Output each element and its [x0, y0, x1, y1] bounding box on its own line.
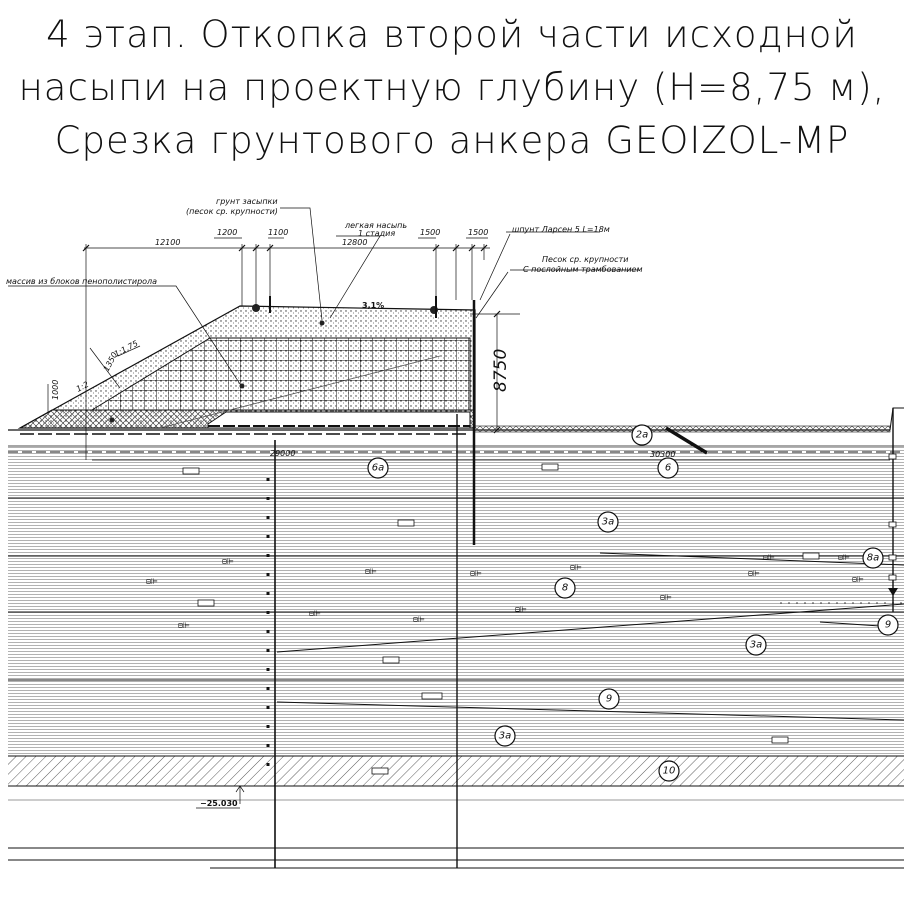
- layer-marker-6: 6: [657, 457, 679, 479]
- dim-d1200: 1200: [217, 228, 237, 237]
- dim-d12800: 12800: [342, 238, 367, 247]
- svg-text:⊟⊫: ⊟⊫: [570, 563, 582, 572]
- svg-text:⊟⊫: ⊟⊫: [852, 575, 864, 584]
- soil-strata: ⊟⊫⊟⊫⊟⊫ ⊟⊫⊟⊫⊟⊫ ⊟⊫⊟⊫⊟⊫ ⊟⊫⊟⊫⊟⊫ ⊟⊫⊟⊫: [8, 446, 904, 869]
- svg-text:⊟⊫: ⊟⊫: [146, 577, 158, 586]
- svg-text:⊟⊫: ⊟⊫: [515, 605, 527, 614]
- layer-marker-3a-middle: 3а: [745, 634, 767, 656]
- dim-d1500a: 1500: [420, 228, 440, 237]
- label-light-fill-1: легкая насыпь: [344, 221, 407, 230]
- dim-l8a: 8а: [867, 553, 880, 564]
- layer-marker-9: 9: [598, 688, 620, 710]
- title-line-2: насыпи на проектную глубину (H=8,75 м),: [18, 66, 886, 109]
- dim-d1000: 1000: [51, 380, 60, 400]
- layer-marker-8: 8: [554, 577, 576, 599]
- svg-text:⊟⊫: ⊟⊫: [413, 615, 425, 624]
- svg-text:⊟⊫: ⊟⊫: [222, 557, 234, 566]
- dim-l9-right: 9: [885, 620, 891, 631]
- drawing-title: 4 этап. Откопка второй части исходной на…: [0, 8, 904, 167]
- dim-l9: 9: [606, 694, 612, 705]
- anchor-cut-line: [665, 426, 708, 455]
- svg-text:⊟⊫: ⊟⊫: [365, 567, 377, 576]
- title-line-3: Срезка грунтового анкера GEOIZOL-MP: [54, 119, 850, 162]
- svg-text:⊟⊫: ⊟⊫: [309, 609, 321, 618]
- layer-markers: 2а 6а 6 3а 8 8а 9 3а 9 3а 10: [367, 424, 899, 782]
- dimension-lines: [8, 207, 890, 809]
- label-sand-1: Песок ср. крупности: [542, 255, 628, 264]
- layer-3a-lower-band: [8, 612, 904, 680]
- svg-text:⊟⊫: ⊟⊫: [748, 569, 760, 578]
- layer-marker-8a: 8а: [862, 547, 884, 569]
- dim-slope-1-175: 1:1,75: [113, 339, 140, 359]
- dim-l2a: 2а: [636, 430, 649, 441]
- layer-6-band: [8, 446, 904, 498]
- layer-marker-9-right: 9: [877, 614, 899, 636]
- svg-text:⊟⊫: ⊟⊫: [178, 621, 190, 630]
- label-backfill-1: грунт засыпки: [216, 197, 278, 206]
- dim-l10: 10: [663, 766, 676, 777]
- label-backfill-2: (песок ср. крупности): [186, 207, 278, 216]
- layer-marker-2a: 2а: [631, 424, 653, 446]
- layer-8-band: [8, 556, 904, 612]
- svg-text:⊟⊫: ⊟⊫: [838, 553, 850, 562]
- svg-text:⊟⊫: ⊟⊫: [763, 553, 775, 562]
- layer-3a-band: [8, 498, 904, 556]
- dim-d1500b: 1500: [468, 228, 488, 237]
- dim-l3a-2: 3а: [750, 640, 763, 651]
- embankment: [17, 296, 476, 429]
- dim-d1100: 1100: [268, 228, 288, 237]
- dim-l6a: 6а: [372, 463, 385, 474]
- layer-10-band: [8, 756, 904, 786]
- layer-9-band: [8, 680, 904, 756]
- svg-text:⊟⊫: ⊟⊫: [470, 569, 482, 578]
- layer-marker-6a: 6а: [367, 457, 389, 479]
- dim-l8: 8: [562, 583, 568, 594]
- dim-grade: 3,1%: [362, 301, 384, 310]
- label-light-fill-2: 1 стадия: [358, 229, 395, 238]
- label-sheet-pile: шпунт Ларсен 5 L=18м: [512, 225, 610, 234]
- layer-marker-10: 10: [658, 760, 680, 782]
- dim-l3a-3: 3а: [499, 731, 512, 742]
- dimension-ticks: [82, 244, 501, 434]
- label-sand-2: С послойным трамбованием: [523, 265, 643, 274]
- layer-marker-3a-lower: 3а: [494, 725, 516, 747]
- dim-d29000: 29000: [270, 449, 295, 458]
- svg-text:⊟⊫: ⊟⊫: [660, 593, 672, 602]
- dim-l6: 6: [665, 463, 671, 474]
- dim-elev: −25.030: [200, 799, 238, 808]
- dim-l3a-1: 3а: [602, 517, 615, 528]
- title-line-1: 4 этап. Откопка второй части исходной: [46, 13, 858, 56]
- layer-marker-3a-upper: 3а: [597, 511, 619, 533]
- label-foam-block: массив из блоков пенополистирола: [6, 277, 157, 286]
- dim-d30300: 30300: [650, 450, 675, 459]
- dim-d12100: 12100: [155, 238, 180, 247]
- dim-d8750: 8750: [491, 349, 511, 392]
- ground-strip: [8, 430, 904, 446]
